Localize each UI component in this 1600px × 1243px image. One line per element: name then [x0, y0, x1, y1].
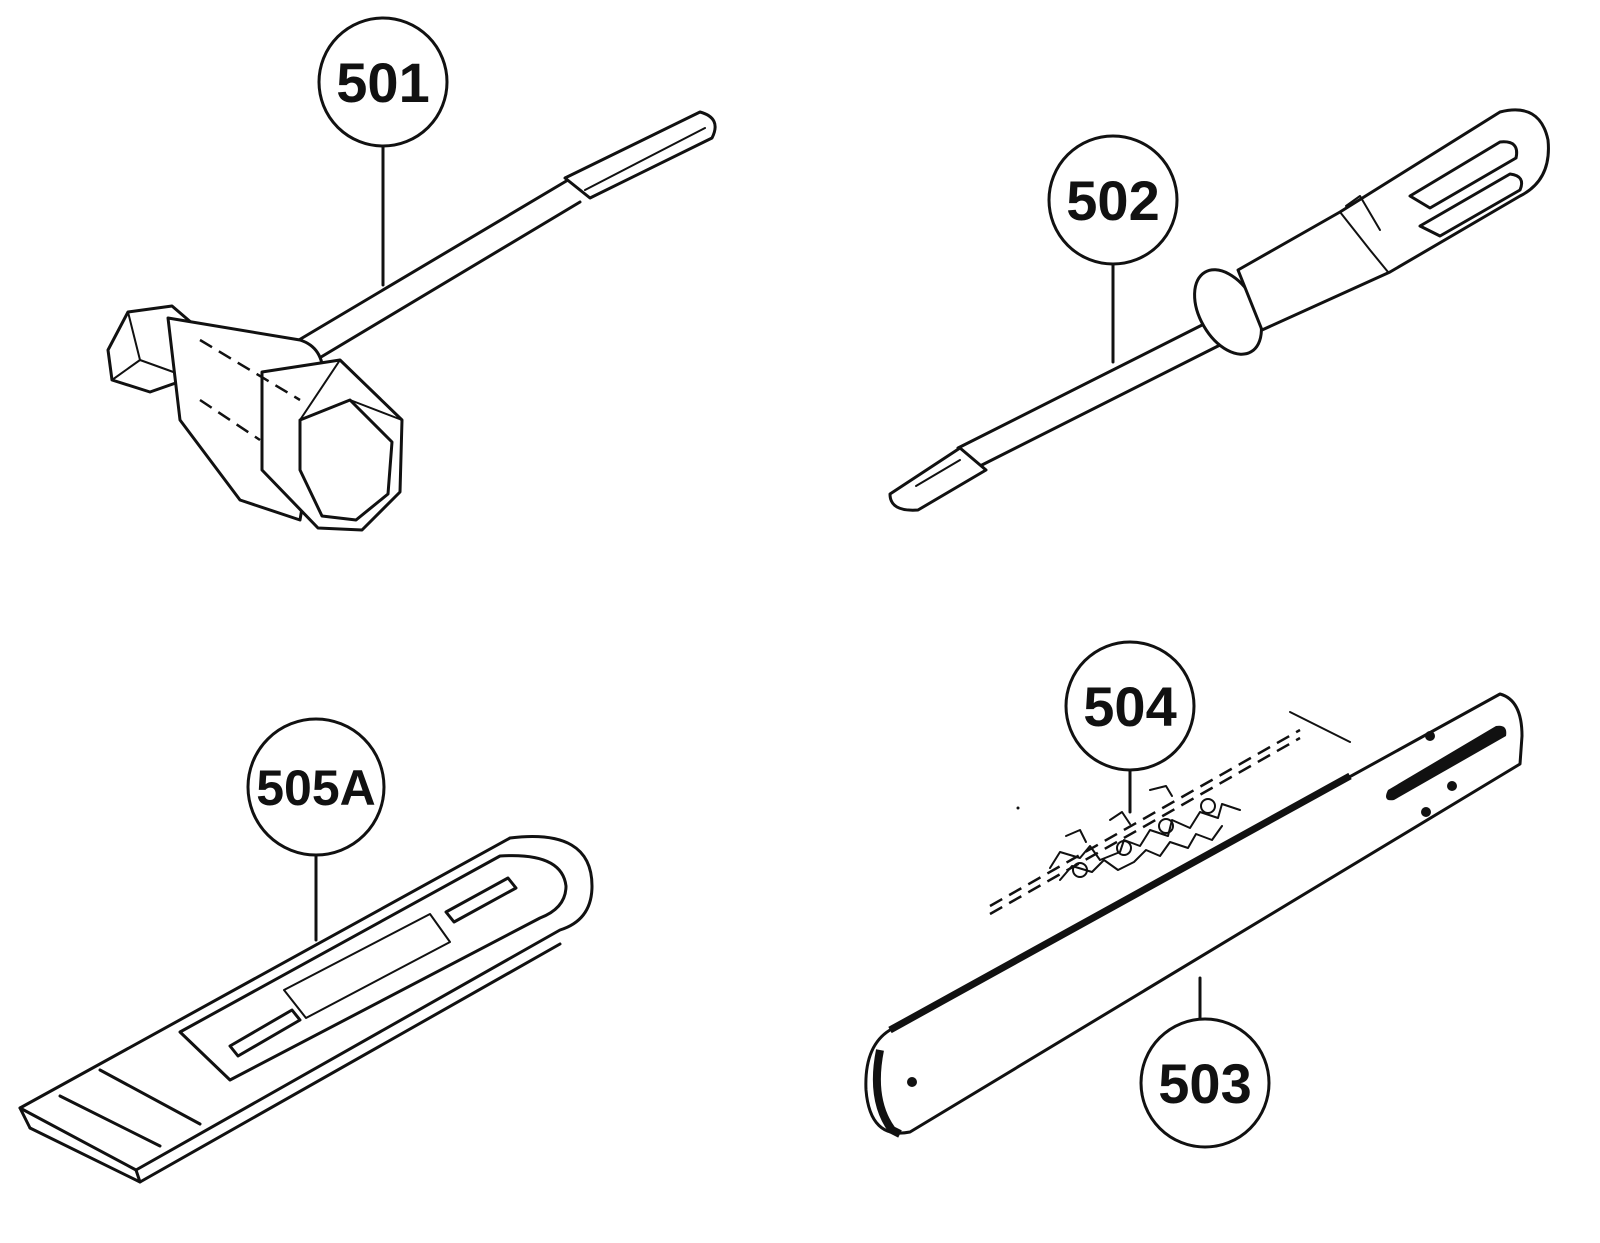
callout-501: 501 — [317, 16, 449, 148]
callout-505a: 505A — [246, 717, 386, 857]
callout-504: 504 — [1064, 640, 1196, 772]
combination-wrench-icon — [106, 110, 717, 532]
callout-label-505a: 505A — [256, 760, 376, 816]
callout-502: 502 — [1047, 134, 1179, 266]
saw-chain-icon — [989, 711, 1351, 916]
callout-label-503: 503 — [1158, 1052, 1251, 1115]
callout-503: 503 — [1139, 1017, 1271, 1149]
callout-label-502: 502 — [1066, 169, 1159, 232]
bar-cover-icon — [18, 835, 594, 1184]
screwdriver-icon — [888, 108, 1550, 512]
callout-label-504: 504 — [1083, 675, 1176, 738]
guide-bar-icon — [864, 692, 1524, 1138]
callout-label-501: 501 — [336, 51, 429, 114]
